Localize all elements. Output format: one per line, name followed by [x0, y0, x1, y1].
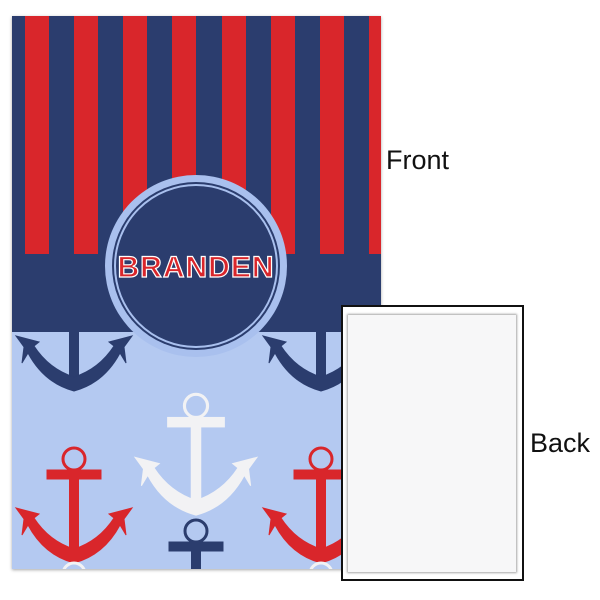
front-poster-preview[interactable]: BRANDEN	[12, 16, 381, 569]
back-poster-preview[interactable]	[341, 305, 524, 581]
name-badge-circle	[105, 175, 287, 357]
back-blank-panel	[348, 315, 516, 572]
personalized-name: BRANDEN	[118, 251, 275, 284]
poster-artwork: BRANDEN	[12, 16, 381, 569]
back-label: Back	[530, 428, 591, 458]
front-label: Front	[386, 145, 450, 175]
